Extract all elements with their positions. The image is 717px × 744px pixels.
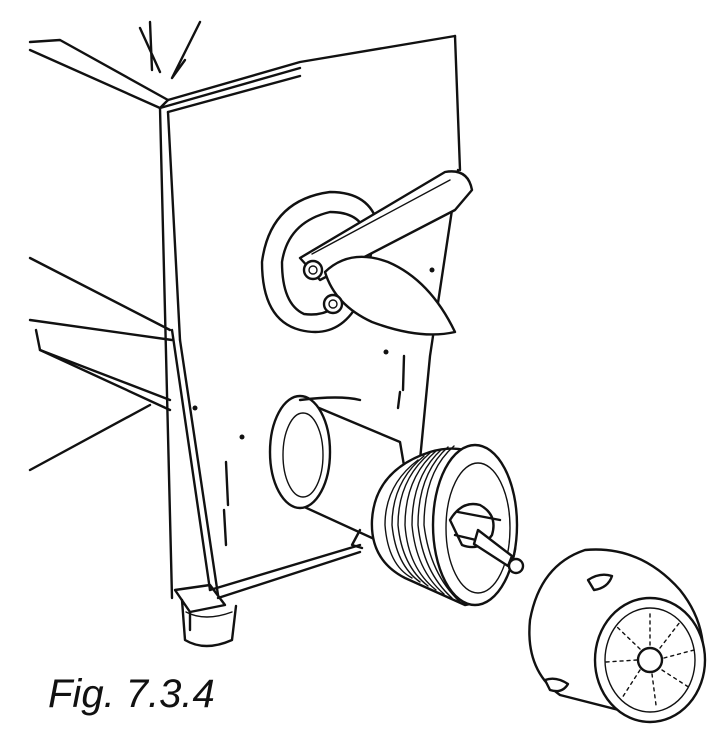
die-cap [528,548,707,724]
machine-body [28,20,462,648]
lever-assembly [260,170,474,336]
threaded-ring [370,443,525,607]
figure-caption: Fig. 7.3.4 [48,672,215,716]
die-holes [605,611,695,706]
